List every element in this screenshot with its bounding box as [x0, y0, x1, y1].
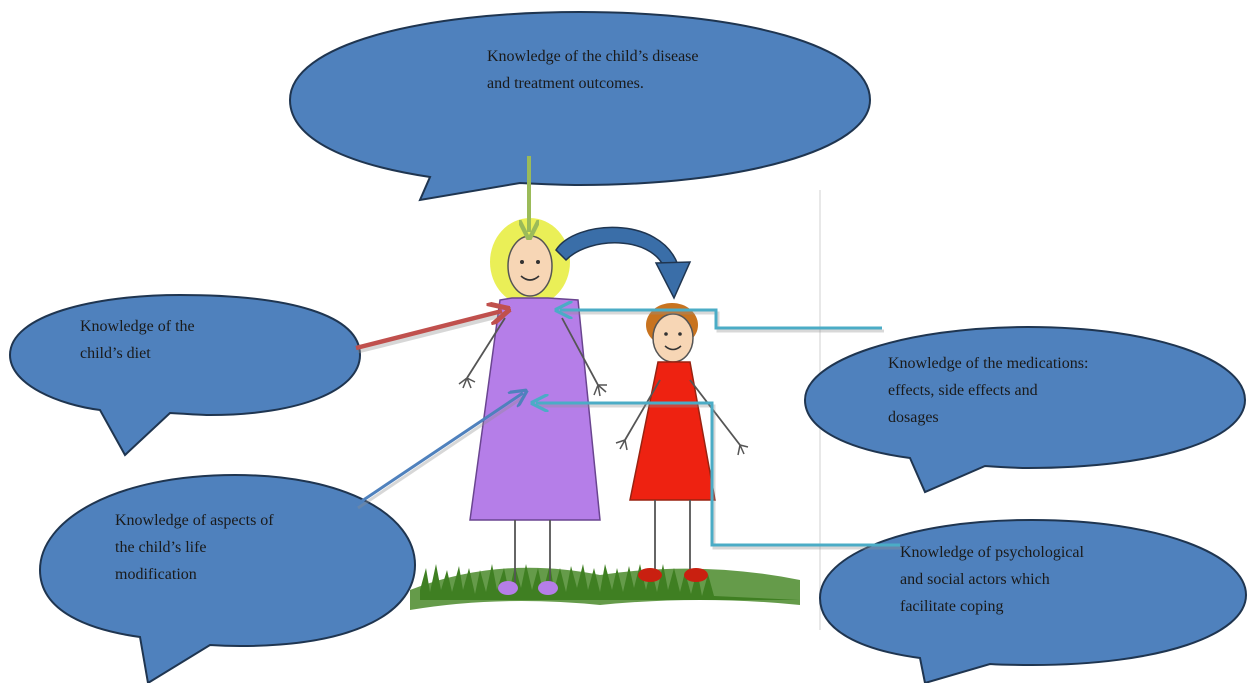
- arrow-life-to-mother: [355, 393, 525, 510]
- arrow-diet-to-mother: [355, 311, 502, 354]
- child-figure: [615, 303, 749, 582]
- child-face: [652, 313, 694, 363]
- arrow-mother-to-child-curved: [555, 226, 692, 300]
- bubble-medications-line-2: effects, side effects and: [888, 382, 1038, 399]
- bubble-medications-text: Knowledge of the medications: effects, s…: [888, 350, 1088, 431]
- figures-illustration: [410, 218, 800, 610]
- arrow-psych-to-mother: [536, 403, 902, 550]
- bubble-psych-line-1: Knowledge of psychological: [900, 544, 1084, 561]
- bubble-disease-line-2: and treatment outcomes.: [487, 75, 644, 92]
- bubble-diet-line-1: Knowledge of the: [80, 318, 195, 335]
- bubble-psych-line-2: and social actors which: [900, 571, 1050, 588]
- arrow-medications-to-mother: [560, 310, 884, 333]
- child-dress: [629, 361, 716, 501]
- mother-face: [507, 235, 553, 297]
- bubble-diet-text: Knowledge of the child’s diet: [80, 313, 195, 367]
- bubble-diet: [8, 293, 362, 457]
- bubble-psych: [818, 518, 1248, 683]
- bubble-psych-line-3: facilitate coping: [900, 598, 1004, 615]
- bubble-disease-line-1: Knowledge of the child’s disease: [487, 48, 699, 65]
- bubble-life-line-3: modification: [115, 566, 197, 583]
- bubble-disease-text: Knowledge of the child’s disease and tre…: [487, 43, 699, 97]
- grass: [410, 564, 800, 610]
- bubble-medications: [803, 325, 1247, 494]
- bubble-diet-line-2: child’s diet: [80, 345, 151, 362]
- bubble-medications-line-3: dosages: [888, 409, 939, 426]
- bubble-medications-line-1: Knowledge of the medications:: [888, 355, 1089, 372]
- mother-dress: [469, 297, 601, 521]
- bubble-psych-text: Knowledge of psychological and social ac…: [900, 539, 1084, 620]
- bubble-life: [38, 473, 417, 683]
- bubble-life-text: Knowledge of aspects of the child’s life…: [115, 507, 274, 588]
- bubble-disease: [288, 10, 872, 202]
- bubble-life-line-1: Knowledge of aspects of: [115, 512, 274, 529]
- bubble-life-line-2: the child’s life: [115, 539, 207, 556]
